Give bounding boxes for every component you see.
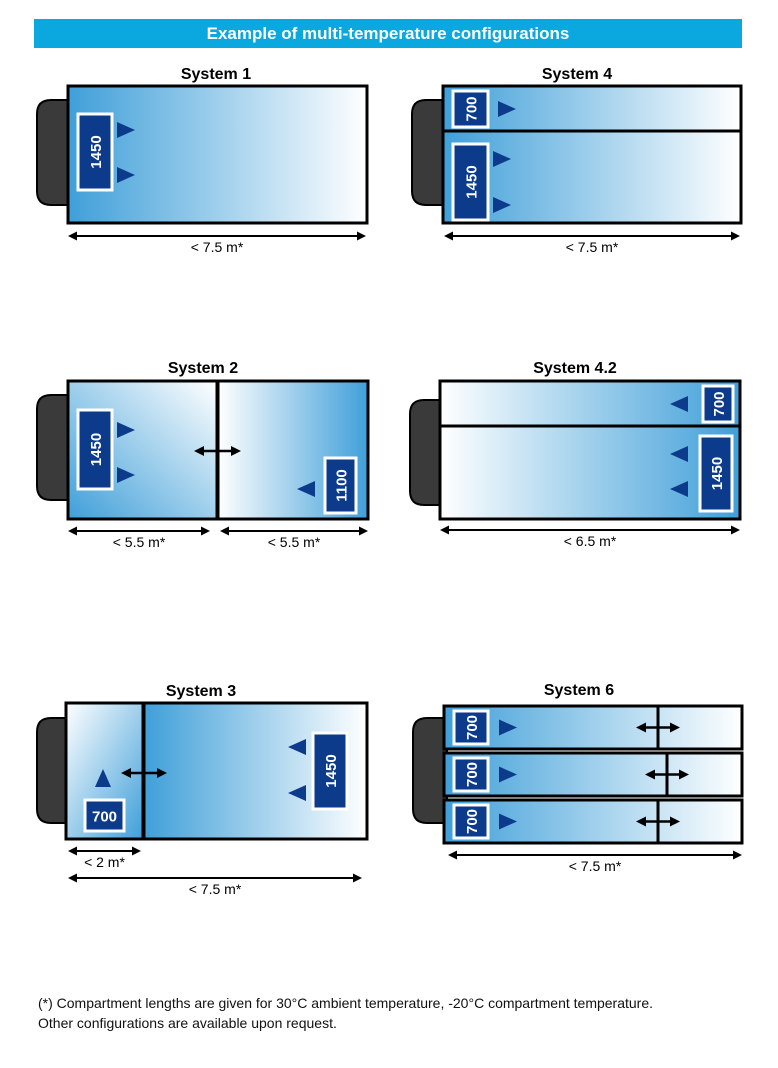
arrowhead-right-icon bbox=[132, 846, 141, 856]
system-title: System 3 bbox=[166, 683, 236, 700]
arrowhead-right-icon bbox=[731, 231, 740, 241]
airflow-arrow-icon bbox=[493, 151, 511, 167]
truck-cab bbox=[411, 99, 447, 206]
compartment bbox=[442, 798, 744, 845]
airflow-arrow-icon bbox=[117, 467, 135, 483]
airflow-arrow-icon bbox=[288, 739, 306, 755]
airflow-arrow-icon bbox=[297, 481, 315, 497]
airflow-arrow-icon bbox=[117, 122, 135, 138]
unit-capacity-label: 1100 bbox=[334, 469, 351, 502]
refrigeration-unit bbox=[452, 756, 490, 793]
compartment bbox=[442, 704, 744, 751]
refrigeration-unit bbox=[83, 798, 126, 833]
arrowhead-left-icon bbox=[68, 846, 77, 856]
arrowhead-left-icon bbox=[68, 873, 77, 883]
arrowhead-right-icon bbox=[353, 873, 362, 883]
arrowhead-right-icon bbox=[731, 525, 740, 535]
unit-capacity-label: 1450 bbox=[88, 433, 105, 466]
arrowhead-right-icon bbox=[231, 446, 241, 456]
compartment bbox=[66, 84, 369, 225]
dimension-label: < 7.5 m* bbox=[189, 881, 242, 897]
system-title: System 6 bbox=[544, 682, 614, 699]
truck-cab bbox=[36, 717, 72, 824]
dimension-label: < 6.5 m* bbox=[564, 533, 617, 549]
refrigeration-unit bbox=[452, 803, 490, 840]
airflow-arrow-icon bbox=[499, 766, 517, 783]
arrowhead-right-icon bbox=[157, 768, 167, 778]
footnote-line-1: (*) Compartment lengths are given for 30… bbox=[38, 995, 654, 1011]
truck-cab bbox=[409, 399, 445, 506]
refrigeration-unit bbox=[698, 434, 734, 513]
arrowhead-left-icon bbox=[121, 768, 131, 778]
arrowhead-right-icon bbox=[733, 850, 742, 860]
unit-capacity-label: 700 bbox=[464, 809, 481, 834]
arrowhead-right-icon bbox=[679, 769, 689, 780]
airflow-arrow-icon bbox=[117, 422, 135, 438]
unit-capacity-label: 700 bbox=[464, 762, 481, 787]
unit-capacity-label: 700 bbox=[464, 96, 481, 121]
unit-capacity-label: 1450 bbox=[464, 165, 481, 198]
unit-capacity-label: 1450 bbox=[323, 754, 340, 787]
footnote-line-2: Other configurations are available upon … bbox=[38, 1015, 337, 1031]
dimension-label: < 7.5 m* bbox=[569, 858, 622, 874]
refrigeration-unit bbox=[701, 384, 735, 424]
dimension-label: < 7.5 m* bbox=[191, 239, 244, 255]
arrowhead-left-icon bbox=[194, 446, 204, 456]
compartment bbox=[442, 751, 744, 798]
airflow-arrow-icon bbox=[499, 719, 517, 736]
airflow-arrow-icon bbox=[670, 481, 688, 497]
airflow-arrow-icon bbox=[498, 101, 516, 117]
arrowhead-right-icon bbox=[670, 722, 680, 733]
dimension-label: < 5.5 m* bbox=[268, 534, 321, 550]
arrowhead-right-icon bbox=[670, 816, 680, 827]
refrigeration-unit bbox=[451, 89, 490, 129]
truck-cab bbox=[36, 99, 72, 206]
airflow-arrow-icon bbox=[95, 769, 111, 787]
footnote: (*) Compartment lengths are given for 30… bbox=[38, 993, 758, 1033]
arrowhead-left-icon bbox=[636, 722, 646, 733]
unit-capacity-label: 1450 bbox=[709, 457, 726, 490]
airflow-arrow-icon bbox=[288, 785, 306, 801]
refrigeration-unit bbox=[452, 709, 490, 746]
system-title: System 1 bbox=[181, 66, 251, 83]
airflow-arrow-icon bbox=[493, 197, 511, 213]
unit-capacity-label: 700 bbox=[92, 809, 117, 826]
arrowhead-left-icon bbox=[68, 526, 77, 536]
refrigeration-unit bbox=[76, 112, 114, 192]
airflow-arrow-icon bbox=[670, 396, 688, 412]
arrowhead-left-icon bbox=[68, 231, 77, 241]
unit-capacity-label: 1450 bbox=[88, 135, 105, 168]
dimension-label: < 5.5 m* bbox=[113, 534, 166, 550]
unit-capacity-label: 700 bbox=[464, 715, 481, 740]
compartment bbox=[441, 84, 743, 225]
page-title-banner: Example of multi-temperature configurati… bbox=[34, 19, 742, 48]
dimension-label: < 2 m* bbox=[84, 854, 125, 870]
arrowhead-left-icon bbox=[440, 525, 449, 535]
dimension-label: < 7.5 m* bbox=[566, 239, 619, 255]
unit-capacity-label: 700 bbox=[711, 391, 728, 416]
refrigeration-unit bbox=[323, 456, 358, 515]
airflow-arrow-icon bbox=[499, 813, 517, 830]
arrowhead-right-icon bbox=[201, 526, 210, 536]
arrowhead-left-icon bbox=[444, 231, 453, 241]
arrowhead-left-icon bbox=[220, 526, 229, 536]
arrowhead-right-icon bbox=[357, 231, 366, 241]
arrowhead-right-icon bbox=[359, 526, 368, 536]
airflow-arrow-icon bbox=[670, 446, 688, 462]
compartment bbox=[438, 379, 742, 521]
system-title: System 2 bbox=[168, 360, 238, 377]
refrigeration-unit bbox=[451, 142, 490, 222]
arrowhead-left-icon bbox=[636, 816, 646, 827]
truck-cab bbox=[36, 394, 71, 501]
refrigeration-unit bbox=[76, 408, 114, 491]
system-title: System 4.2 bbox=[533, 360, 617, 377]
airflow-arrow-icon bbox=[117, 167, 135, 183]
arrowhead-left-icon bbox=[448, 850, 457, 860]
truck-cab bbox=[412, 717, 448, 824]
arrowhead-left-icon bbox=[645, 769, 655, 780]
system-title: System 4 bbox=[542, 66, 612, 83]
page-title: Example of multi-temperature configurati… bbox=[206, 24, 570, 43]
refrigeration-unit bbox=[311, 731, 349, 811]
